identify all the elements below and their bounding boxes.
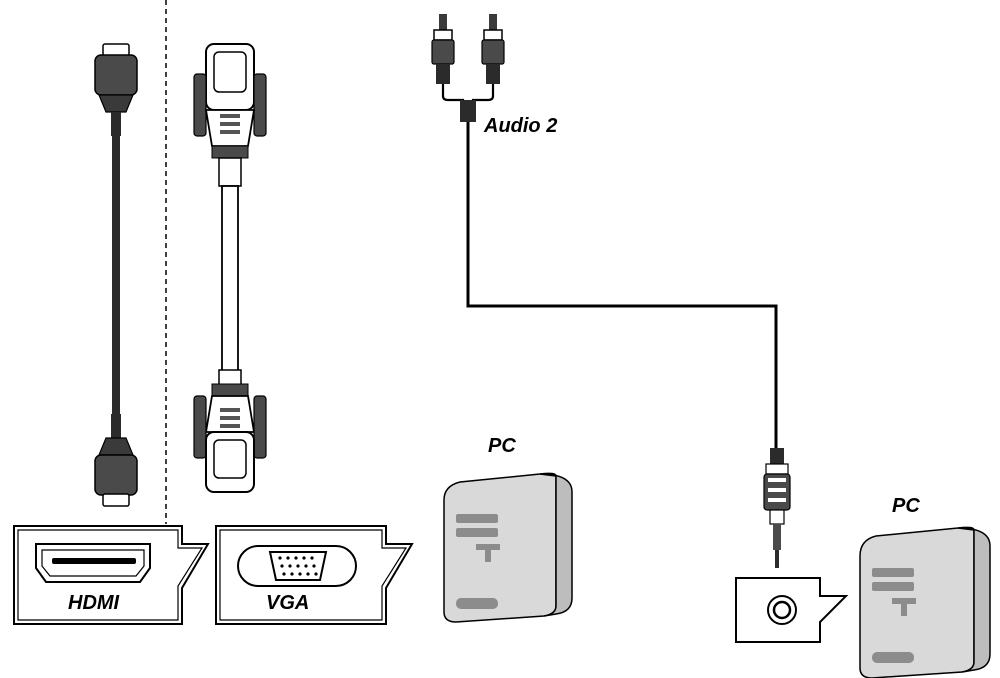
vga-port-icon [237, 545, 357, 587]
desktop-pc-tower-icon [443, 472, 573, 623]
hdmi-port-icon [35, 543, 151, 583]
vga-label: VGA [266, 592, 310, 614]
pc-right-label: PC [892, 495, 920, 517]
pc-left-label: PC [488, 435, 516, 457]
desktop-pc-tower-icon [859, 526, 991, 678]
audio-cable-label: Audio 2 [484, 115, 558, 137]
rca-to-minijack-audio-cable-icon [431, 14, 791, 568]
vga-cable-icon [193, 43, 267, 493]
hdmi-label: HDMI [68, 592, 120, 614]
audio-jack-port-icon [767, 595, 797, 625]
hdmi-cable-icon [94, 43, 138, 507]
